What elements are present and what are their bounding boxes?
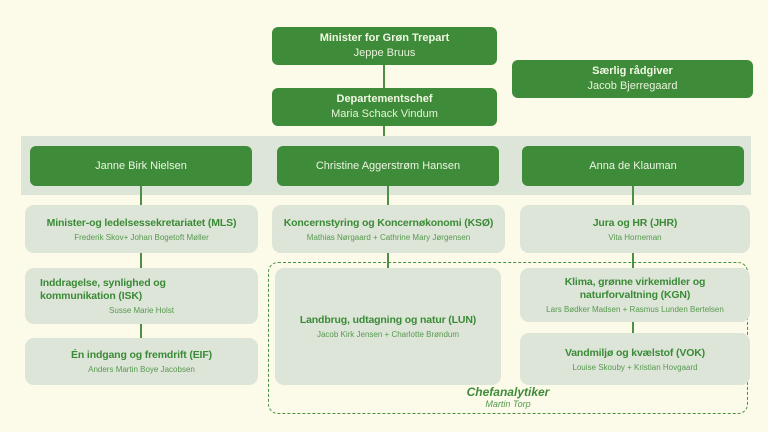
node-title: Departementschef [336, 93, 433, 105]
chefanalytiker-person: Martin Torp [485, 399, 531, 409]
node-person: Maria Schack Vindum [331, 108, 438, 120]
connector-head2-column [387, 186, 389, 205]
unit-title: Minister-og ledelsessekretariatet (MLS) [46, 216, 237, 229]
unit-people: Anders Martin Boye Jacobsen [88, 365, 195, 374]
chefanalytiker-label: Chefanalytiker Martin Torp [268, 386, 748, 410]
unit-title: Koncernstyring og Koncernøkonomi (KSØ) [283, 216, 494, 229]
unit-people: Louise Skouby + Kristian Hovgaard [572, 362, 698, 372]
connector-head3-column [632, 186, 634, 205]
node-unit-mls: Minister-og ledelsessekretariatet (MLS) … [25, 205, 258, 253]
node-unit-isk: Inddragelse, synlighed og kommunikation … [25, 268, 258, 324]
connector-ksoe-lun [387, 253, 389, 268]
node-person: Jacob Bjerregaard [587, 80, 678, 92]
unit-people: Susse Marie Holst [109, 306, 174, 315]
unit-title: Én indgang og fremdrift (EIF) [71, 349, 212, 361]
node-unit-ksoe: Koncernstyring og Koncernøkonomi (KSØ) M… [272, 205, 505, 253]
node-person: Christine Aggerstrøm Hansen [315, 159, 461, 172]
unit-title: Inddragelse, synlighed og kommunikation … [40, 277, 166, 302]
node-departementschef: Departementschef Maria Schack Vindum [272, 88, 497, 126]
unit-people: Jacob Kirk Jensen + Charlotte Brøndum [316, 330, 460, 339]
node-saerlig-raadgiver: Særlig rådgiver Jacob Bjerregaard [512, 60, 753, 98]
chefanalytiker-title: Chefanalytiker [466, 385, 550, 399]
node-person: Jeppe Bruus [353, 47, 416, 59]
node-unit-kgn: Klima, grønne virkemidler og naturforval… [520, 268, 750, 322]
node-unit-eif: Én indgang og fremdrift (EIF) Anders Mar… [25, 338, 258, 385]
unit-title: Klima, grønne virkemidler og naturforval… [564, 276, 706, 301]
node-minister: Minister for Grøn Trepart Jeppe Bruus [272, 27, 497, 65]
node-title: Minister for Grøn Trepart [319, 32, 450, 44]
unit-title: Vandmiljø og kvælstof (VOK) [564, 346, 706, 359]
unit-title: Jura og HR (JHR) [592, 216, 678, 229]
connector-isk-eif [140, 324, 142, 338]
node-head-janne-birk-nielsen: Janne Birk Nielsen [30, 146, 252, 186]
node-unit-lun: Landbrug, udtagning og natur (LUN) Jacob… [275, 268, 501, 385]
node-title: Særlig rådgiver [592, 65, 673, 77]
unit-people: Lars Bødker Madsen + Rasmus Lunden Berte… [546, 305, 724, 314]
connector-jhr-kgn [632, 253, 634, 268]
connector-kgn-vok [632, 322, 634, 333]
unit-people: Frederik Skov+ Johan Bogetoft Møller [74, 232, 209, 242]
unit-people: Mathias Nørgaard + Cathrine Mary Jørgens… [306, 232, 471, 242]
unit-title: Landbrug, udtagning og natur (LUN) [299, 314, 477, 326]
connector-minister-departementschef [383, 65, 385, 88]
connector-head1-column [140, 186, 142, 205]
node-unit-vok: Vandmiljø og kvælstof (VOK) Louise Skoub… [520, 333, 750, 385]
connector-departementschef-band [383, 126, 385, 136]
node-person: Anna de Klauman [589, 159, 677, 172]
node-head-christine-aggerstroem-hansen: Christine Aggerstrøm Hansen [277, 146, 499, 186]
unit-people: Vita Horneman [608, 232, 662, 242]
node-person: Janne Birk Nielsen [95, 159, 187, 172]
node-head-anna-de-klauman: Anna de Klauman [522, 146, 744, 186]
node-unit-jhr: Jura og HR (JHR) Vita Horneman [520, 205, 750, 253]
connector-mls-isk [140, 253, 142, 268]
